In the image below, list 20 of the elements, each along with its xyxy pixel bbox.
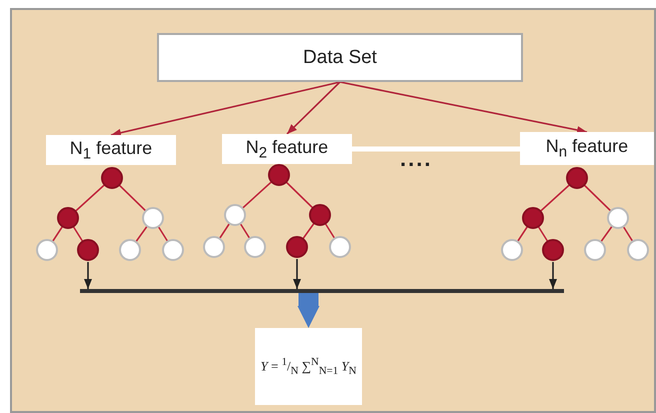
arrow (549, 262, 557, 289)
node-label: N$_{n}$ feature (546, 136, 628, 161)
arrow (110, 81, 340, 137)
arrow (340, 81, 588, 134)
merge-bar (80, 289, 564, 293)
arrow (286, 81, 341, 135)
arrow (84, 262, 92, 289)
connector-line (352, 146, 520, 152)
feature-label-box (222, 134, 352, 164)
arrow (293, 259, 301, 289)
block-arrow (298, 293, 320, 328)
node-label: Data Set (303, 46, 377, 68)
formula: Y = $^{1}$/$_{N}$ ∑$^{N}$$_{N=1}$ Y$_{N}$ (260, 356, 356, 377)
feature-label-box (520, 132, 654, 165)
dataset-box (157, 33, 523, 82)
formula-box (255, 328, 362, 405)
ellipsis-text: .... (400, 146, 432, 172)
feature-label-box (46, 135, 176, 165)
node-label: N$_{1}$ feature (70, 138, 152, 162)
node-label: N$_{2}$ feature (246, 136, 328, 162)
